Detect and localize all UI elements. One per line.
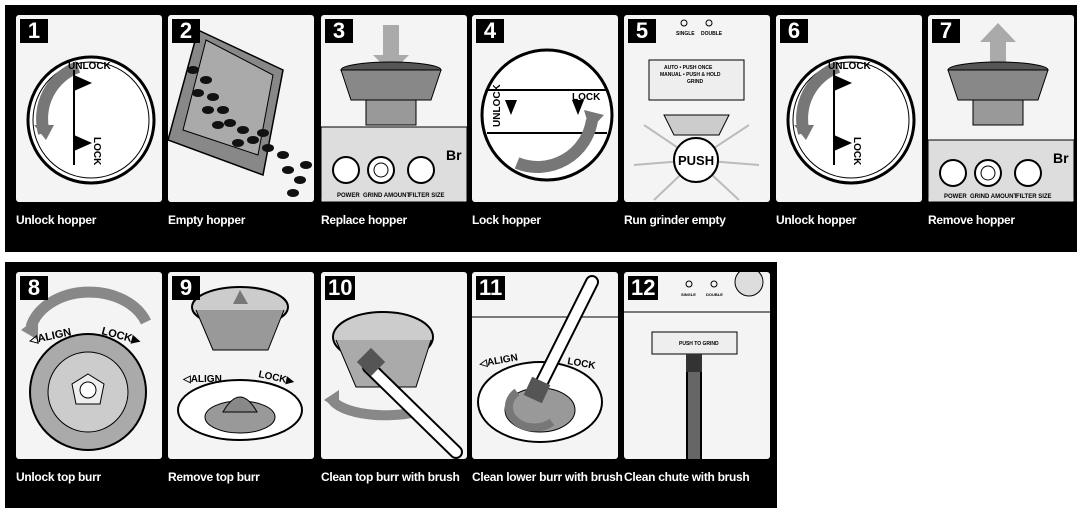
brand-label: Br xyxy=(1053,150,1069,166)
step-caption: Run grinder empty xyxy=(624,213,726,227)
step-number: 5 xyxy=(628,19,656,43)
step-12-illustration: 12 SINGLE DOUBLE PUSH TO GRIND xyxy=(624,272,770,459)
hopper-on-machine-illustration: POWER GRIND AMOUNT FILTER SIZE Br xyxy=(321,25,467,202)
step-caption: Unlock hopper xyxy=(776,213,857,227)
hopper-dial-lock-illustration: UNLOCK LOCK xyxy=(480,48,614,182)
brush-top-burr-illustration xyxy=(324,311,463,459)
lock-label: LOCK xyxy=(851,137,862,166)
step-11-illustration: 11 ◁ALIGN LOCK xyxy=(472,272,618,459)
auto-label: AUTO • PUSH ONCE xyxy=(664,65,713,71)
push-label: PUSH xyxy=(678,153,714,168)
step-number: 12 xyxy=(628,276,659,300)
step-number: 7 xyxy=(932,19,960,43)
step-caption: Lock hopper xyxy=(472,213,541,227)
manual-label: MANUAL • PUSH & HOLD xyxy=(660,72,721,78)
step-8-illustration: 8 ◁ALIGN LOCK▶ xyxy=(16,272,162,459)
power-label: POWER xyxy=(944,194,967,200)
burr-removal-illustration: ◁ALIGN LOCK▶ xyxy=(177,286,303,441)
chute-cleaning-illustration: SINGLE DOUBLE PUSH TO GRIND xyxy=(624,272,770,459)
step-number: 10 xyxy=(325,276,356,300)
step-3-illustration: 3 POWER GRIND AMOUNT FILTER SIZE Br xyxy=(321,15,467,202)
step-1-illustration: 1 UNLOCK LOCK xyxy=(16,15,162,202)
grind-amount-label: GRIND AMOUNT xyxy=(363,193,410,199)
step-number: 6 xyxy=(780,19,808,43)
step-number: 11 xyxy=(476,276,506,300)
step-number: 1 xyxy=(20,19,48,43)
step-caption: Replace hopper xyxy=(321,213,407,227)
step-caption: Clean chute with brush xyxy=(624,470,750,484)
grind-label: GRIND xyxy=(687,79,704,85)
step-10-illustration: 10 xyxy=(321,272,467,459)
push-to-grind-label: PUSH TO GRIND xyxy=(679,341,719,347)
step-number: 9 xyxy=(172,276,200,300)
push-grinder-illustration: SINGLE DOUBLE AUTO • PUSH ONCE MANUAL • … xyxy=(633,19,760,201)
step-caption: Remove hopper xyxy=(928,213,1015,227)
filter-size-label: FILTER SIZE xyxy=(409,193,445,199)
brand-label: Br xyxy=(446,147,462,163)
step-caption: Empty hopper xyxy=(168,213,246,227)
step-9-illustration: 9 ◁ALIGN LOCK▶ xyxy=(168,272,314,459)
hopper-removal-illustration: POWER GRIND AMOUNT FILTER SIZE Br xyxy=(928,23,1074,202)
hopper-dial-illustration: UNLOCK LOCK xyxy=(26,55,156,185)
step-4-illustration: 4 UNLOCK LOCK xyxy=(472,15,618,202)
step-number: 8 xyxy=(20,276,48,300)
tilted-hopper-beans-illustration xyxy=(168,28,312,197)
lock-label: LOCK xyxy=(91,137,102,166)
step-5-illustration: 5 SINGLE DOUBLE AUTO • PUSH ONCE MANUAL … xyxy=(624,15,770,202)
top-burr-dial-illustration: ◁ALIGN LOCK▶ xyxy=(21,286,151,451)
step-number: 3 xyxy=(325,19,353,43)
step-6-illustration: 6 UNLOCK LOCK xyxy=(776,15,922,202)
step-number: 4 xyxy=(476,19,504,43)
unlock-label: UNLOCK xyxy=(492,83,503,127)
step-caption: Clean lower burr with brush xyxy=(472,470,623,484)
align-label: ◁ALIGN xyxy=(182,374,222,385)
step-2-illustration: 2 xyxy=(168,15,314,202)
hopper-dial-illustration: UNLOCK LOCK xyxy=(786,55,916,185)
lock-label: LOCK xyxy=(566,356,597,372)
step-caption: Clean top burr with brush xyxy=(321,470,460,484)
lock-label: LOCK xyxy=(572,92,601,103)
step-caption: Remove top burr xyxy=(168,470,260,484)
brush-lower-burr-illustration: ◁ALIGN LOCK xyxy=(472,275,618,443)
single-label: SINGLE xyxy=(676,31,695,37)
filter-size-label: FILTER SIZE xyxy=(1016,194,1052,200)
step-number: 2 xyxy=(172,19,200,43)
step-caption: Unlock top burr xyxy=(16,470,101,484)
unlock-label: UNLOCK xyxy=(828,61,872,72)
double-label: DOUBLE xyxy=(706,292,723,297)
double-label: DOUBLE xyxy=(701,31,723,37)
step-caption: Unlock hopper xyxy=(16,213,97,227)
power-label: POWER xyxy=(337,193,360,199)
step-7-illustration: 7 POWER GRIND AMOUNT FILTER SIZE Br xyxy=(928,15,1074,202)
single-label: SINGLE xyxy=(681,292,696,297)
unlock-label: UNLOCK xyxy=(68,61,112,72)
grind-amount-label: GRIND AMOUNT xyxy=(970,194,1017,200)
